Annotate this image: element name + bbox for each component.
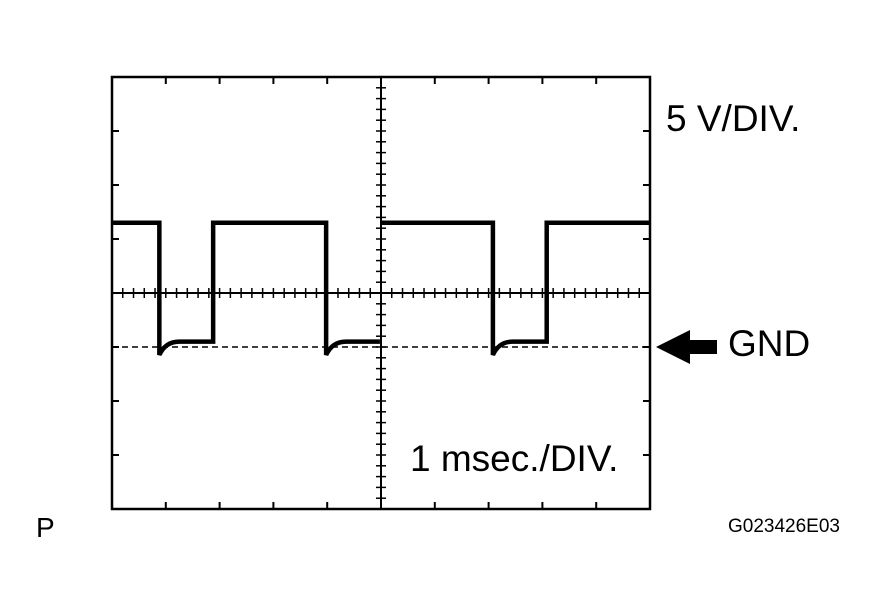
corner-letter-label: P <box>36 512 55 543</box>
ground-label: GND <box>728 323 811 364</box>
figure-code-label: G023426E03 <box>728 516 840 537</box>
left-arrow-icon <box>656 330 717 364</box>
time-per-division-label: 1 msec./DIV. <box>410 438 619 479</box>
volts-per-division-label: 5 V/DIV. <box>666 98 801 139</box>
signal-trace <box>112 220 650 357</box>
